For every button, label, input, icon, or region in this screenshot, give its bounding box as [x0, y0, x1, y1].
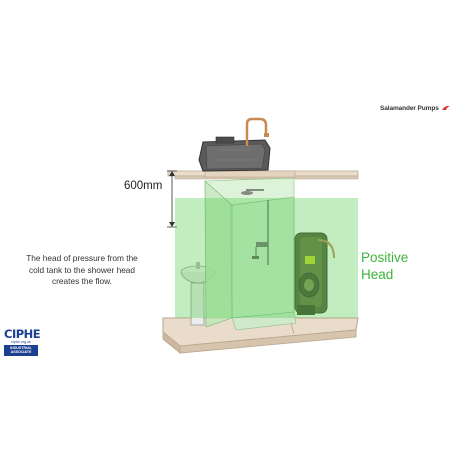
brand-name: Salamander Pumps	[380, 104, 439, 112]
salamander-icon	[441, 105, 450, 110]
pump-icon	[294, 232, 335, 315]
positive-head-line1: Positive	[361, 250, 409, 265]
caption-text: The head of pressure from the cold tank …	[26, 253, 138, 286]
ciphe-badge-line2: ASSOCIATE	[10, 350, 32, 355]
ciphe-badge: INDUSTRIAL ASSOCIATE	[4, 345, 38, 356]
brand-logo: Salamander Pumps	[380, 104, 451, 112]
ciphe-url: ciphe.org.uk	[11, 340, 31, 344]
loft-platform	[167, 170, 359, 180]
positive-head-label: Positive Head	[361, 249, 408, 283]
cold-water-tank-icon	[198, 117, 271, 172]
ciphe-wordmark: CIPHE	[4, 327, 41, 341]
ciphe-badge-line1: INDUSTRIAL	[10, 346, 32, 350]
positive-head-line2: Head	[361, 267, 394, 282]
ciphe-logo: CIPHE ciphe.org.uk INDUSTRIAL ASSOCIATE	[4, 327, 41, 356]
dimension-arrow	[167, 170, 177, 228]
shower-enclosure	[204, 177, 297, 331]
dimension-label: 600mm	[124, 180, 163, 192]
shower-head-icon	[241, 189, 269, 265]
positive-head-overlay	[175, 198, 358, 318]
